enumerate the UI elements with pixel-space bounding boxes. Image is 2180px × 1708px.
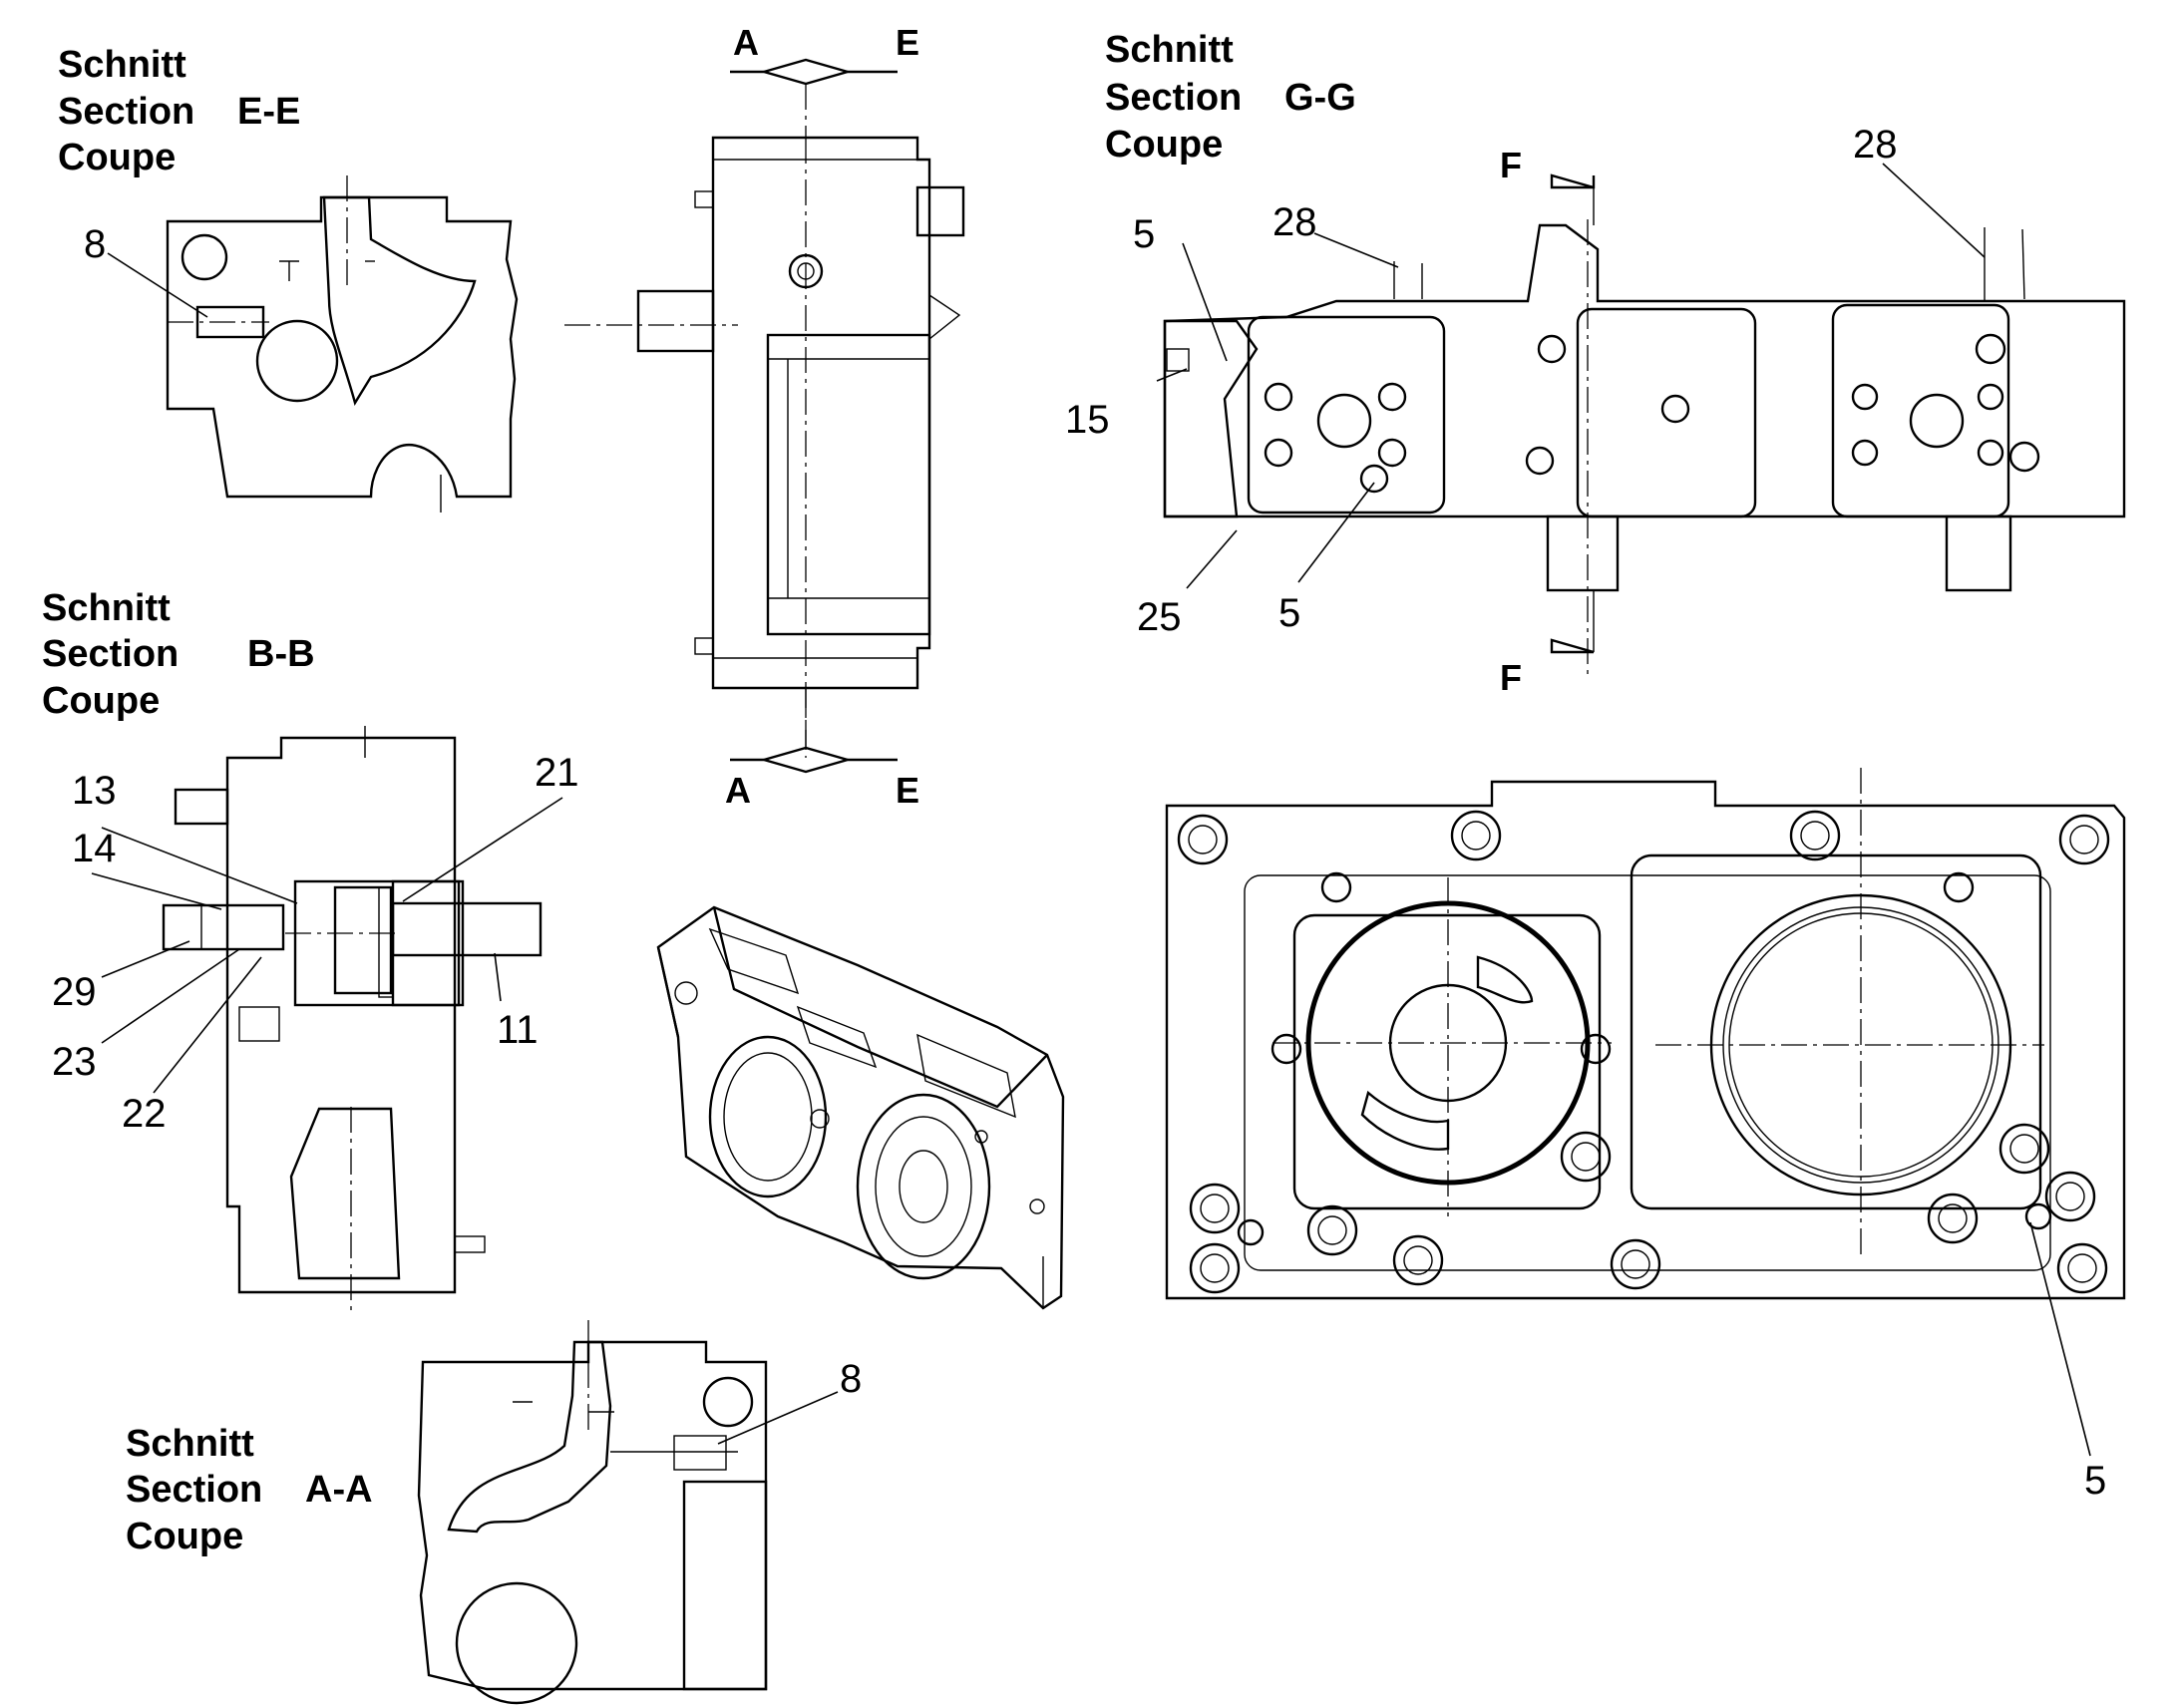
callout-gg-15: 15 — [1065, 398, 1110, 442]
callout-aa-8: 8 — [840, 1357, 862, 1401]
section-ee-hole — [181, 233, 228, 281]
callout-ee-8: 8 — [84, 222, 106, 266]
section-ee-body — [166, 195, 519, 499]
section-aa-view: 8 Schnitt Section Coupe A-A — [126, 1320, 862, 1705]
side-view: A E A E — [564, 22, 965, 811]
callout-bb-21: 21 — [535, 751, 579, 795]
callout-bb-13: 13 — [72, 769, 117, 813]
section-gg-view: Schnitt Section Coupe G-G F — [1065, 29, 2126, 698]
section-ee-id: E-E — [237, 91, 300, 133]
face-bolt-holes — [1177, 810, 2110, 1294]
section-ee-title-line3: Coupe — [58, 137, 176, 178]
section-gg-title-line1: Schnitt — [1105, 29, 1234, 71]
cut-marker-a-bottom: A — [725, 770, 751, 811]
section-ee-main-bore — [255, 319, 339, 403]
cut-marker-f-bottom: F — [1500, 657, 1522, 698]
cut-marker-f-top: F — [1500, 145, 1522, 185]
section-gg-title-line2: Section — [1105, 77, 1242, 119]
callout-bb-14: 14 — [72, 827, 117, 870]
callout-gg-28-right: 28 — [1853, 123, 1898, 167]
cut-marker-e-bottom: E — [896, 770, 919, 811]
callout-gg-25: 25 — [1137, 595, 1182, 639]
section-bb-view: Schnitt Section Coupe B-B 13 21 14 29 23… — [42, 587, 579, 1312]
section-ee-bore-cut — [322, 195, 477, 406]
section-bb-title-line3: Coupe — [42, 680, 160, 722]
front-face-body — [1165, 780, 2126, 1300]
callout-face-5: 5 — [2084, 1459, 2106, 1503]
section-bb-title-line1: Schnitt — [42, 587, 171, 629]
front-face-view: 5 — [1165, 768, 2126, 1503]
section-gg-bolt-holes — [1264, 333, 2040, 494]
section-aa-title-line1: Schnitt — [126, 1423, 254, 1465]
callout-bb-22: 22 — [122, 1092, 167, 1136]
section-bb-title-line2: Section — [42, 633, 179, 675]
section-gg-title-line3: Coupe — [1105, 124, 1223, 166]
callout-bb-29: 29 — [52, 970, 97, 1014]
section-bb-body — [225, 736, 457, 1294]
section-ee-title-line1: Schnitt — [58, 44, 186, 86]
section-ee-view: Schnitt Section Coupe E-E 8 — [58, 44, 519, 512]
section-gg-id: G-G — [1284, 77, 1356, 119]
section-ee-title-line2: Section — [58, 91, 194, 133]
cut-marker-a-top: A — [733, 22, 759, 63]
isometric-view — [656, 905, 1065, 1310]
callout-bb-11: 11 — [497, 1008, 539, 1052]
callout-gg-5-top: 5 — [1133, 212, 1155, 256]
callout-gg-28-left: 28 — [1272, 200, 1317, 244]
section-bb-id: B-B — [247, 633, 315, 675]
section-aa-id: A-A — [305, 1469, 373, 1511]
side-view-body — [711, 136, 931, 690]
section-gg-body — [1163, 223, 2126, 518]
callout-gg-5-bottom: 5 — [1278, 591, 1300, 635]
section-aa-main-bore — [455, 1581, 578, 1705]
cut-marker-e-top: E — [896, 22, 919, 63]
callout-bb-23: 23 — [52, 1040, 97, 1084]
section-aa-title-line3: Coupe — [126, 1516, 243, 1557]
section-aa-title-line2: Section — [126, 1469, 262, 1511]
section-aa-body — [417, 1340, 768, 1691]
section-ee-leader-8 — [107, 252, 208, 318]
